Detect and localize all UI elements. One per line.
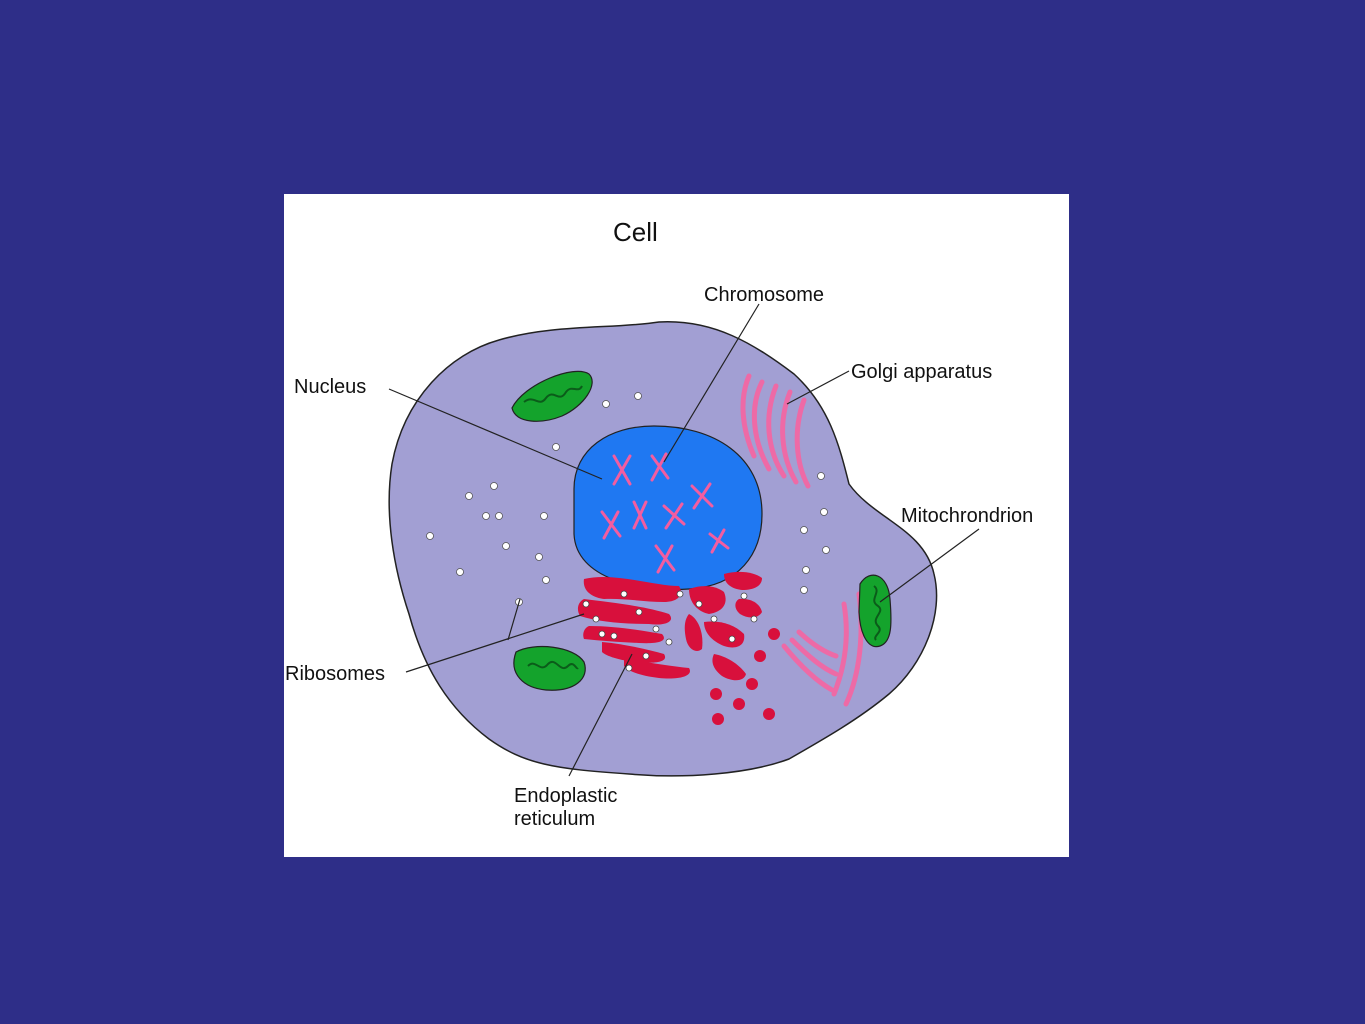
diagram-title: Cell	[613, 217, 658, 247]
label-mitochondrion: Mitochrondrion	[901, 505, 1034, 527]
mitochondrion-right	[858, 574, 892, 648]
chromosome-8	[654, 544, 676, 574]
chromosome-2	[650, 452, 670, 482]
chromosome-1	[612, 454, 632, 486]
golgi-apparatus-upper	[740, 373, 811, 489]
label-endoplasmic-line1: Endoplastic	[514, 785, 618, 807]
chromosome-6	[600, 510, 622, 540]
mitochondrion-upper	[511, 370, 593, 422]
leader-line-chromosome	[663, 303, 760, 463]
chromosome-4	[632, 500, 648, 530]
leader-line-ribosomes-2	[507, 598, 521, 641]
label-chromosome: Chromosome	[704, 284, 825, 306]
mitochondrion-lower	[513, 645, 586, 691]
label-golgi-apparatus: Golgi apparatus	[851, 361, 993, 383]
leader-lines	[388, 303, 980, 777]
chromosome-5	[662, 502, 686, 530]
leader-line-endoplasmic	[568, 653, 633, 777]
leader-line-golgi	[786, 370, 850, 405]
cell-diagram-figure: Cell Chromosome Nucleus Golgi apparatus …	[284, 194, 1069, 857]
chromosomes	[600, 452, 730, 574]
label-nucleus: Nucleus	[294, 376, 367, 398]
cytoplasm-granules	[426, 392, 830, 606]
ribosomes	[582, 590, 758, 672]
chromosome-3	[690, 482, 714, 510]
label-ribosomes: Ribosomes	[285, 663, 386, 685]
leader-line-nucleus	[388, 388, 603, 480]
vesicles	[710, 628, 780, 725]
label-endoplasmic-line2: reticulum	[514, 808, 596, 830]
chromosome-7	[708, 528, 730, 554]
leader-line-mitochondrion	[879, 528, 980, 603]
cell-diagram-svg	[388, 303, 980, 777]
leader-line-ribosomes	[405, 613, 585, 673]
